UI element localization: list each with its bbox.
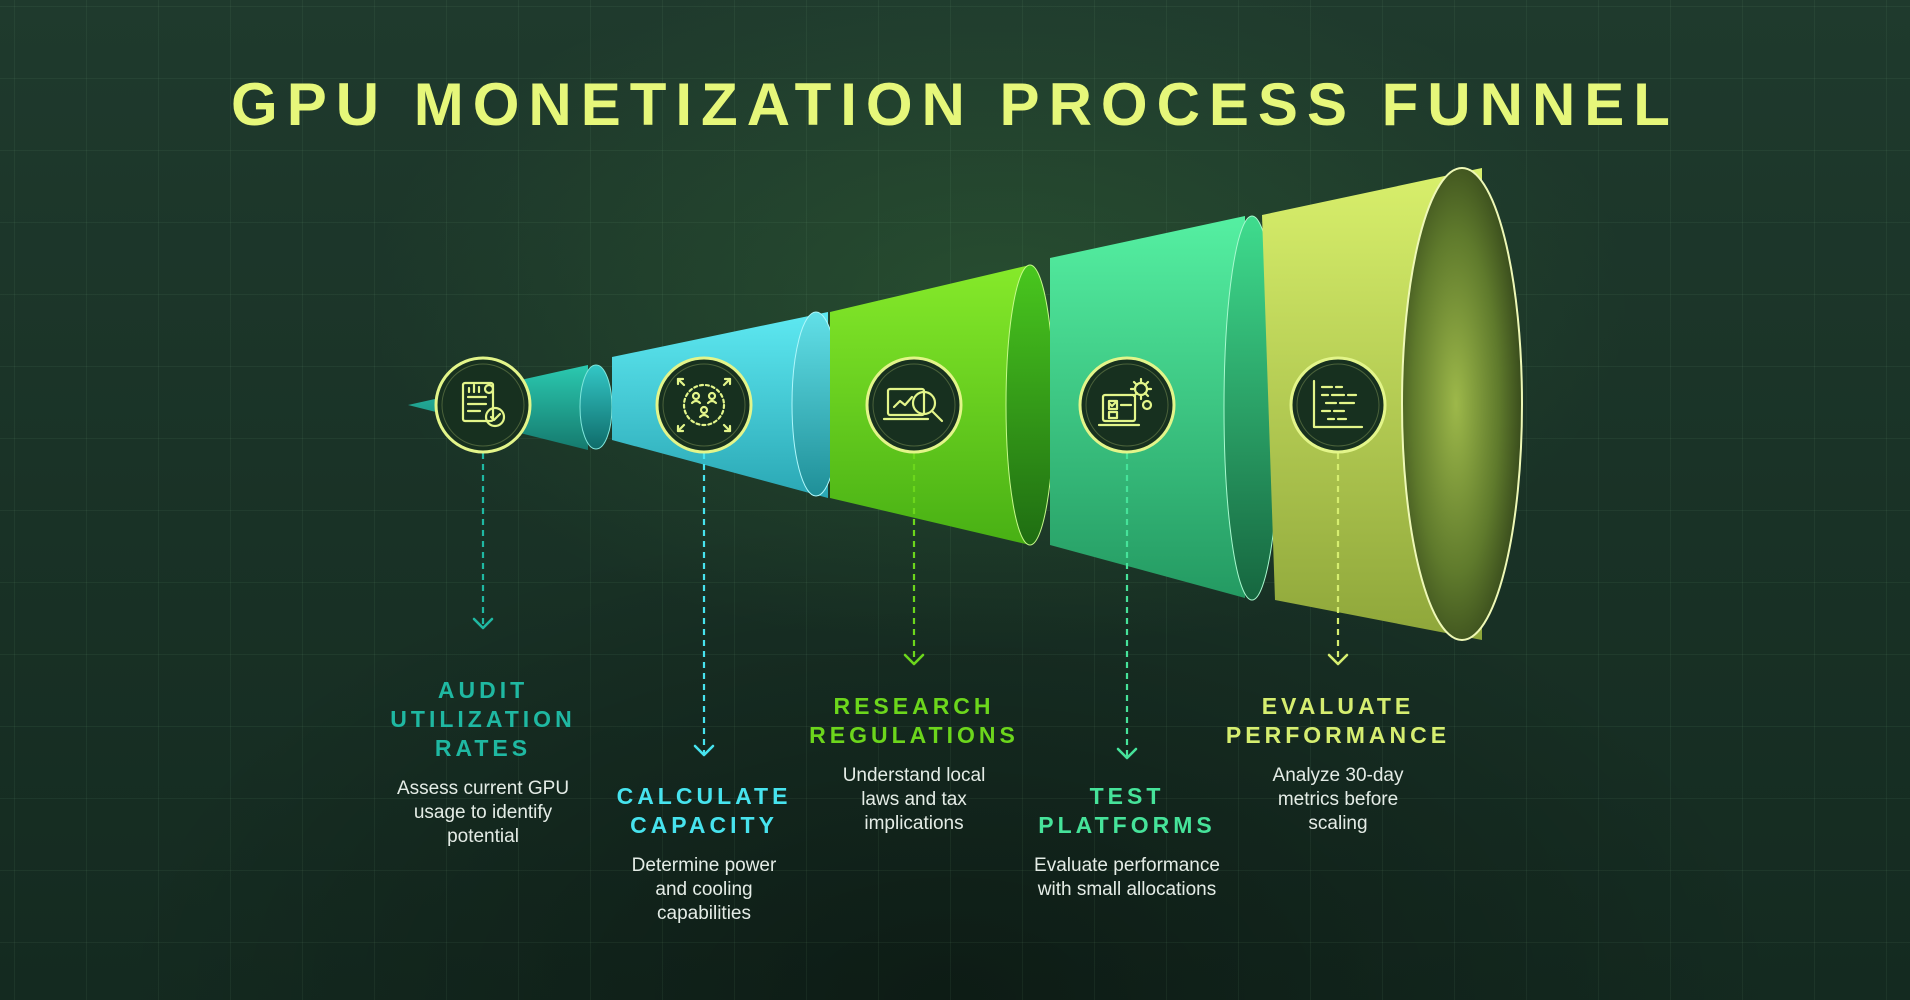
step-description-line: and cooling: [655, 879, 753, 900]
connector-arrow: [1116, 747, 1138, 760]
step-description: Analyze 30-day metrics before scaling: [1208, 764, 1468, 836]
performance-chart-icon: [1289, 356, 1387, 454]
step-1: AUDIT UTILIZATION RATES Assess current GPU u…: [363, 676, 603, 849]
funnel-mouth: [1401, 167, 1523, 641]
test-checklist-gear-icon: [1078, 356, 1176, 454]
step-description-line: metrics before: [1277, 789, 1399, 810]
step-title-line: TEST: [1089, 783, 1165, 809]
step-2: CALCULATE CAPACITY Determine power and cool…: [584, 782, 824, 926]
step-title-line: UTILIZATION: [390, 706, 576, 732]
step-title-line: REGULATIONS: [809, 722, 1019, 748]
step-title: CALCULATE CAPACITY: [584, 782, 824, 840]
funnel-ring-3: [1005, 264, 1055, 546]
step-description-line: potential: [447, 826, 519, 847]
step-title-line: CAPACITY: [630, 812, 778, 838]
step-title-line: RESEARCH: [833, 693, 995, 719]
diagram-title: GPU MONETIZATION PROCESS FUNNEL: [231, 71, 1679, 138]
step-description: Understand local laws and tax implications: [794, 764, 1034, 836]
research-magnifier-icon: [865, 356, 963, 454]
step-description-line: Analyze 30-day: [1272, 765, 1404, 786]
step-3: RESEARCH REGULATIONS Understand local laws …: [794, 692, 1034, 836]
step-title-line: CALCULATE: [616, 783, 792, 809]
step-description-line: implications: [864, 813, 964, 834]
step-title: AUDIT UTILIZATION RATES: [363, 676, 603, 763]
step-title: EVALUATE PERFORMANCE: [1208, 692, 1468, 750]
step-description-line: Evaluate performance: [1034, 855, 1220, 876]
step-title-line: PLATFORMS: [1038, 812, 1216, 838]
funnel-ring-1: [579, 364, 613, 450]
step-description-line: Determine power: [631, 855, 777, 876]
step-title: TEST PLATFORMS: [997, 782, 1257, 840]
connector-arrow: [1327, 653, 1349, 666]
step-5: EVALUATE PERFORMANCE Analyze 30-day metrics…: [1208, 692, 1468, 836]
connector-arrow: [903, 653, 925, 666]
step-title-line: PERFORMANCE: [1225, 722, 1451, 748]
step-description-line: capabilities: [657, 903, 751, 924]
step-description-line: usage to identify: [413, 802, 553, 823]
step-description-line: scaling: [1308, 813, 1368, 834]
step-title: RESEARCH REGULATIONS: [794, 692, 1034, 750]
capacity-network-icon: [655, 356, 753, 454]
step-description-line: Assess current GPU: [396, 778, 570, 799]
step-description-line: laws and tax: [861, 789, 967, 810]
step-description-line: with small allocations: [1037, 879, 1217, 900]
step-description-line: Understand local: [842, 765, 986, 786]
connector-arrow: [472, 617, 494, 630]
connector-arrow: [693, 744, 715, 757]
step-4: TEST PLATFORMS Evaluate performance with sm…: [997, 782, 1257, 902]
step-description: Determine power and cooling capabilities: [584, 854, 824, 926]
audit-report-icon: [434, 356, 532, 454]
step-title-line: RATES: [434, 735, 532, 761]
step-description: Evaluate performance with small allocatio…: [997, 854, 1257, 902]
step-title-line: AUDIT: [437, 677, 529, 703]
step-description: Assess current GPU usage to identify poten…: [363, 777, 603, 849]
step-title-line: EVALUATE: [1261, 693, 1415, 719]
